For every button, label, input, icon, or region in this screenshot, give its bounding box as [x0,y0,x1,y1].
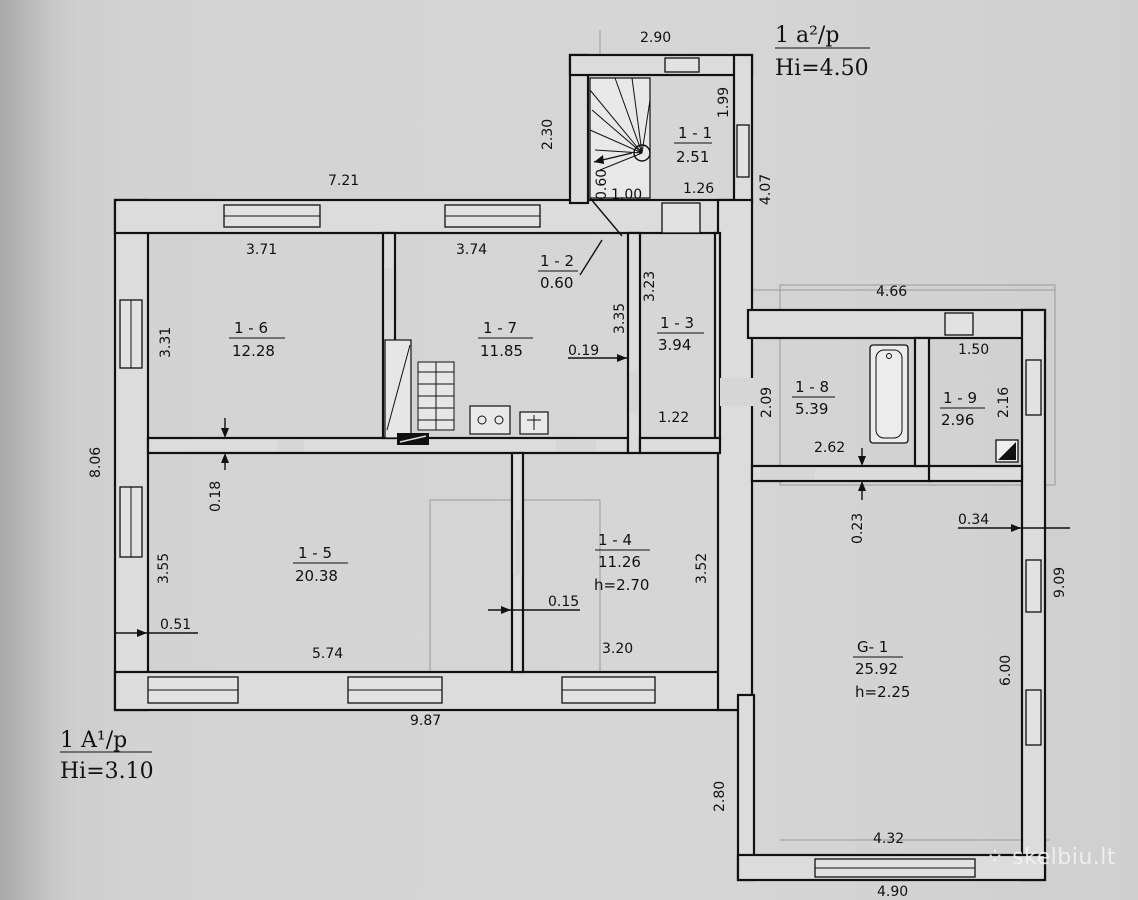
stair-flight [384,339,455,439]
room-1-4-id: 1 - 4 [598,531,632,549]
dim-label: 9.87 [410,713,441,729]
room-1-1-id: 1 - 1 [678,124,712,142]
dim-label: 2.09 [759,387,775,418]
dimension-markers [60,47,1070,753]
door-openings [278,268,815,575]
dim-label: 0.34 [958,512,989,528]
watermark-text: skelbiu.lt [1012,845,1116,870]
header-left-title: 1 A¹/p [60,728,127,753]
dim-label: 4.66 [876,284,907,300]
room-1-7-area: 11.85 [480,342,523,360]
dim-label: 6.00 [998,655,1014,686]
room-1-9-id: 1 - 9 [943,389,977,407]
kitchen-fixtures [397,405,1019,463]
dim-label: 1.50 [958,342,989,358]
dim-label: 4.32 [873,831,904,847]
room-1-8-area: 5.39 [795,400,828,418]
spiral-staircase [589,77,651,199]
site-watermark: ⁘ skelbiu.lt [986,845,1116,870]
room-1-6-area: 12.28 [232,342,275,360]
dim-label: 9.09 [1052,567,1068,598]
room-1-9-area: 2.96 [941,411,974,429]
dim-label: 1.00 [611,187,642,203]
dim-label: 1.26 [683,181,714,197]
dim-label: 2.16 [996,387,1012,418]
dim-label: 0.23 [850,513,866,544]
room-1-4-area: 11.26 [598,553,641,571]
dim-label: 3.74 [456,242,487,258]
header-right-height: Hi=4.50 [775,56,869,81]
bathtub [869,344,909,444]
header-right: 1 a²/p Hi=4.50 [775,23,869,81]
dim-label: 0.51 [160,617,191,633]
watermark-icon: ⁘ [985,845,1013,870]
dim-label: 1.22 [658,410,689,426]
room-g-1-height: h=2.25 [855,683,910,701]
header-right-title: 1 a²/p [775,23,839,48]
room-g-1-id: G- 1 [857,638,888,656]
dim-label: 8.06 [88,447,104,478]
dim-label: 3.71 [246,242,277,258]
room-g-1-area: 25.92 [855,660,898,678]
header-left-height: Hi=3.10 [60,759,154,784]
room-1-6-id: 1 - 6 [234,319,268,337]
dim-label: 3.52 [694,553,710,584]
room-1-3-id: 1 - 3 [660,314,694,332]
room-1-5-area: 20.38 [295,567,338,585]
dim-label: 0.19 [568,343,599,359]
dim-label: 0.15 [548,594,579,610]
dim-label: 3.31 [158,327,174,358]
dim-label: 0.60 [594,169,610,200]
header-left: 1 A¹/p Hi=3.10 [60,728,154,784]
dim-label: 3.35 [612,303,628,334]
dim-label: 1.99 [716,87,732,118]
room-1-5-id: 1 - 5 [298,544,332,562]
room-1-8-id: 1 - 8 [795,378,829,396]
dimension-labels: 2.90 1.99 2.30 0.60 1.00 1.26 4.07 7.21 … [88,30,1068,900]
room-labels: 1 - 1 2.51 1 - 2 0.60 1 - 3 3.94 1 - 4 1… [229,124,985,701]
dim-label: 4.90 [877,884,908,900]
windows [119,57,1042,878]
room-1-4-height: h=2.70 [594,576,649,594]
dim-label: 2.62 [814,440,845,456]
room-1-2-area: 0.60 [540,274,573,292]
dim-label: 4.07 [758,174,774,205]
dim-label: 2.80 [712,781,728,812]
room-1-2-id: 1 - 2 [540,252,574,270]
dim-label: 3.20 [602,641,633,657]
room-1-1-area: 2.51 [676,148,709,166]
dim-label: 0.18 [208,481,224,512]
dim-label: 7.21 [328,173,359,189]
room-1-7-id: 1 - 7 [483,319,517,337]
dim-label: 3.55 [156,553,172,584]
dim-label: 2.90 [640,30,671,46]
page-binding-shadow [0,0,80,900]
dim-label: 2.30 [540,119,556,150]
dim-label: 5.74 [312,646,343,662]
room-1-3-area: 3.94 [658,336,691,354]
dim-label: 3.23 [642,271,658,302]
